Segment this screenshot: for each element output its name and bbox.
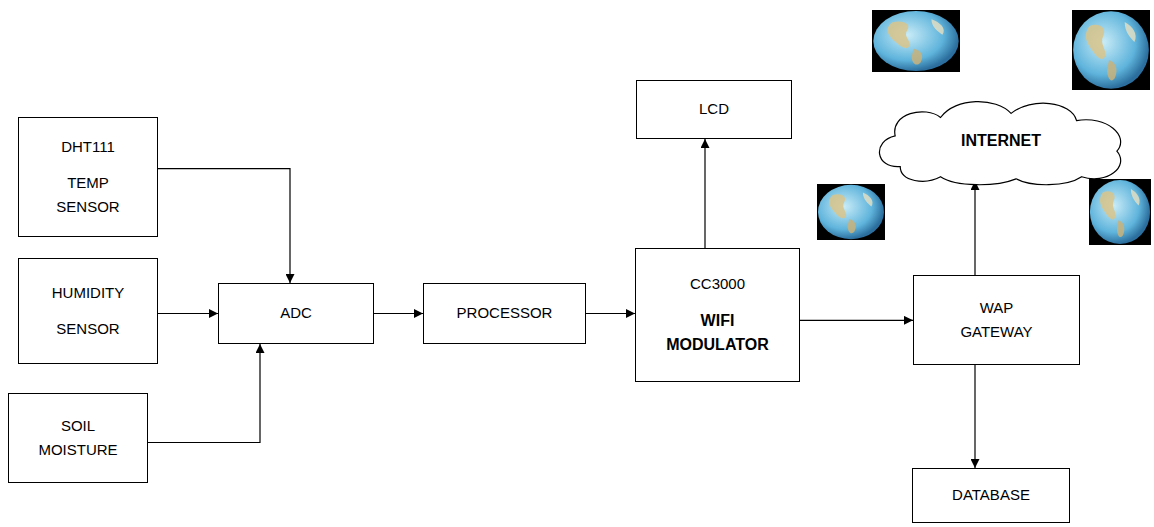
- sensor-box: HUMIDITY SENSOR: [18, 258, 158, 364]
- flow-arrow: [158, 313, 218, 314]
- flow-arrow: [974, 181, 975, 275]
- flow-arrow: [800, 320, 913, 321]
- display-box: LCD: [636, 80, 792, 139]
- box-label: INTERNET: [961, 129, 1041, 153]
- box-sublabel: WIFI MODULATOR: [648, 309, 788, 357]
- sensor-box: SOIL MOISTURE: [8, 393, 148, 483]
- flow-arrow: [374, 313, 423, 314]
- box-label: HUMIDITY SENSOR: [43, 275, 133, 347]
- globe-icon: [1089, 179, 1151, 245]
- flow-arrow: [158, 169, 290, 283]
- flow-arrow: [974, 365, 975, 468]
- box-label: CC3000: [690, 273, 745, 296]
- box-sublabel: TEMP SENSOR: [38, 171, 138, 219]
- process-box: PROCESSOR: [423, 283, 586, 344]
- process-box: ADC: [218, 283, 374, 344]
- gateway-box: WAP GATEWAY: [913, 275, 1080, 365]
- internet-cloud: INTERNET: [870, 95, 1132, 187]
- globe-icon: [1072, 10, 1150, 90]
- box-label: LCD: [699, 98, 729, 121]
- flow-arrow: [586, 313, 635, 314]
- globe-icon: [817, 184, 885, 240]
- box-label: DHT111: [61, 135, 115, 159]
- globe-icon: [872, 10, 960, 72]
- box-label: ADC: [280, 302, 312, 325]
- flow-arrow: [148, 344, 260, 443]
- box-label: DATABASE: [952, 484, 1030, 507]
- flow-arrow: [704, 139, 705, 248]
- module-box: CC3000WIFI MODULATOR: [635, 248, 800, 382]
- box-label: WAP GATEWAY: [947, 296, 1047, 344]
- box-label: PROCESSOR: [457, 302, 553, 325]
- sensor-box: DHT111TEMP SENSOR: [18, 117, 158, 237]
- database-box: DATABASE: [912, 468, 1070, 523]
- box-label: SOIL MOISTURE: [33, 414, 123, 462]
